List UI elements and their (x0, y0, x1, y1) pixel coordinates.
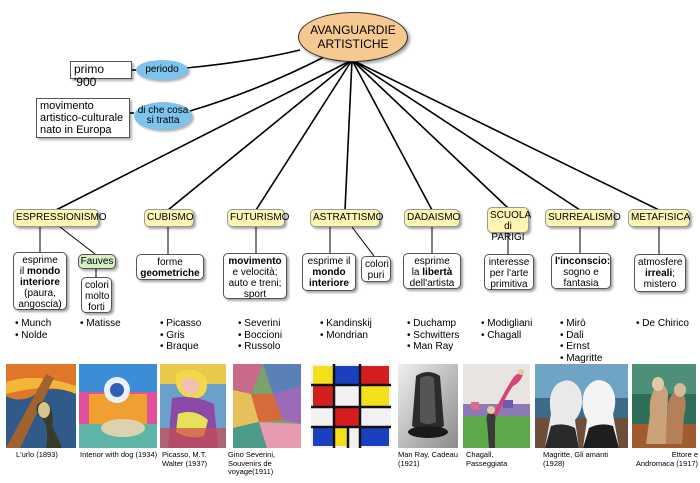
category-astrattismo: ASTRATTISMO (310, 209, 384, 227)
desc-text: l'inconscio: sogno e fantasia (555, 256, 611, 289)
artists-cubismo: Picasso Gris Braque (160, 318, 201, 353)
artwork-picasso-mt-walter (160, 364, 226, 448)
artists-scuola-di-parigi: Modigliani Chagall (481, 318, 532, 341)
artist-item: Modigliani (481, 318, 532, 330)
category-label: CUBISMO (147, 212, 194, 223)
artist-item: Boccioni (238, 330, 282, 342)
caption-urlo: L'urlo (1893) (16, 450, 58, 459)
category-espressionismo: ESPRESSIONISMO (13, 209, 107, 227)
artist-item: Nolde (15, 330, 51, 342)
desc-metafisica: atmosfere irreali; mistero (634, 254, 686, 292)
category-label: ESPRESSIONISMO (16, 212, 107, 223)
period-link-label: periodo (145, 64, 179, 75)
period-value: primo '900 (74, 62, 105, 89)
caption-magritte-amanti: Magritte, Gli amanti (1928) (543, 450, 609, 468)
artwork-severini-souvenirs (233, 364, 301, 448)
desc-surrealismo: l'inconscio: sogno e fantasia (551, 253, 611, 289)
category-scuola-di-parigi: SCUOLA di PARIGI (487, 207, 531, 243)
period-value-box: primo '900 (70, 61, 132, 89)
category-label: DADAISMO (407, 212, 461, 223)
category-label: FUTURISMO (230, 212, 290, 223)
artist-item: Braque (160, 341, 201, 353)
artwork-man-ray-cadeau (398, 364, 458, 448)
category-label: Fauves (80, 256, 114, 267)
category-fauves: Fauves (78, 254, 116, 269)
category-surrealismo: SURREALISMO (545, 209, 621, 227)
caption-interior-with-dog: Interior with dog (1934) (80, 450, 158, 459)
root-node: AVANGUARDIE ARTISTICHE (298, 12, 408, 62)
caption-man-ray-cadeau: Man Ray, Cadeau (1921) (398, 450, 458, 468)
caption-severini-souvenirs: Gino Severini, Souvenirs de voyage(1911) (228, 450, 276, 476)
category-label: SURREALISMO (548, 212, 621, 223)
about-link: di che cosa si tratta (134, 102, 192, 130)
category-metafisica: METAFISICA (628, 209, 690, 227)
artist-item: Severini (238, 318, 282, 330)
caption-chagall-passeggiata: Chagall, Passeggiata (466, 450, 508, 468)
desc-text: esprime il mondo interiore (307, 256, 351, 289)
category-futurismo: FUTURISMO (227, 209, 289, 227)
desc-fauves: colori molto forti (81, 277, 112, 313)
artist-item: Munch (15, 318, 51, 330)
artist-item: Gris (160, 330, 201, 342)
category-label: METAFISICA (631, 212, 691, 223)
artwork-urlo (6, 364, 76, 448)
about-link-label: di che cosa si tratta (137, 105, 189, 126)
desc-text: colori puri (365, 259, 389, 281)
desc-astrattismo-2: colori puri (361, 256, 391, 282)
artists-astrattismo: Kandinskij Mondrian (320, 318, 372, 341)
artwork-chagall-passeggiata (463, 364, 530, 448)
artists-fauves: Matisse (80, 318, 120, 330)
desc-text: movimento e velocità; auto e treni; spor… (228, 256, 282, 300)
artists-metafisica: De Chirico (636, 318, 689, 330)
desc-text: colori molto forti (85, 280, 110, 313)
artist-item: Picasso (160, 318, 201, 330)
category-dadaismo: DADAISMO (404, 209, 460, 227)
artist-item: Matisse (80, 318, 120, 330)
desc-astrattismo: esprime il mondo interiore (302, 253, 356, 291)
category-cubismo: CUBISMO (144, 209, 194, 227)
artist-item: Duchamp (407, 318, 459, 330)
artist-item: De Chirico (636, 318, 689, 330)
caption-ettore-andromaca: Ettore e Andromaca (1917) (635, 450, 698, 468)
artist-item: Dalì (560, 330, 602, 342)
about-value-box: movimento artistico-culturale nato in Eu… (36, 98, 130, 138)
artists-futurismo: Severini Boccioni Russolo (238, 318, 282, 353)
artwork-ettore-andromaca (632, 364, 696, 448)
about-value: movimento artistico-culturale nato in Eu… (40, 100, 124, 136)
artwork-mondrian (311, 364, 391, 448)
artwork-magritte-amanti (535, 364, 628, 448)
artist-item: Chagall (481, 330, 532, 342)
artist-item: Ernst (560, 341, 602, 353)
category-label: SCUOLA di PARIGI (490, 210, 532, 243)
artist-item: Man Ray (407, 341, 459, 353)
artist-item: Mondrian (320, 330, 372, 342)
desc-text: interesse per l'arte primitiva (488, 257, 530, 290)
artist-item: Schwitters (407, 330, 459, 342)
desc-text: atmosfere irreali; mistero (638, 257, 683, 290)
category-label: ASTRATTISMO (313, 212, 384, 223)
desc-futurismo: movimento e velocità; auto e treni; spor… (223, 253, 287, 300)
root-label: AVANGUARDIE ARTISTICHE (310, 23, 396, 51)
artists-espressionismo: Munch Nolde (15, 318, 51, 341)
artist-item: Mirò (560, 318, 602, 330)
artists-dadaismo: Duchamp Schwitters Man Ray (407, 318, 459, 353)
artists-surrealismo: Mirò Dalì Ernst Magritte (560, 318, 602, 364)
desc-scuola-di-parigi: interesse per l'arte primitiva (484, 254, 534, 290)
artist-item: Magritte (560, 353, 602, 365)
artwork-interior-with-dog (79, 364, 157, 448)
period-link: periodo (136, 60, 188, 80)
artist-item: Russolo (238, 341, 282, 353)
artist-item: Kandinskij (320, 318, 372, 330)
caption-picasso-mt-walter: Picasso, M.T. Walter (1937) (162, 450, 208, 468)
